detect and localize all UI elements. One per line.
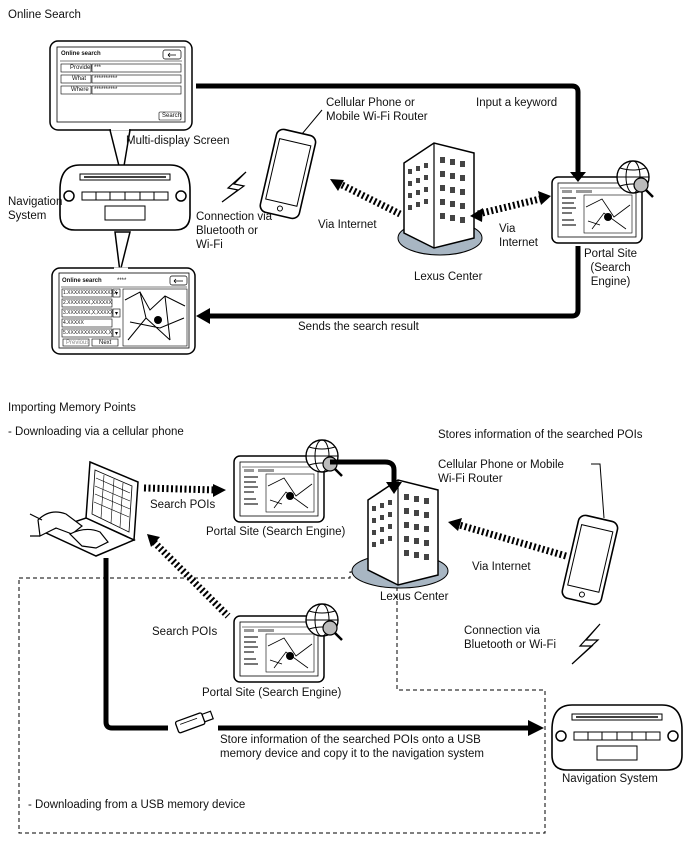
search-pois-label-2: Search POIs <box>152 626 218 638</box>
screen1-search-button: Search <box>162 113 182 119</box>
navigation-system-label: Navigation System <box>8 196 63 222</box>
result-item: 3.XXXXXXX,X,XXXXX <box>63 310 114 316</box>
lexus-center-building <box>397 142 483 256</box>
search-pois-label-1: Search POIs <box>150 499 216 511</box>
wireless-bolt-icon <box>221 171 247 203</box>
internet-link-center-phone-2 <box>455 520 567 560</box>
internet-link-phone-center <box>336 179 402 218</box>
usb-copy-arrow-left <box>103 558 168 731</box>
via-internet-label-2: Via Internet <box>499 223 538 249</box>
result-item: 1.XXXXXXXXXXXXXXX <box>63 290 118 296</box>
sends-result-label: Sends the search result <box>298 321 419 333</box>
screen2-title: Online search <box>62 278 102 284</box>
usb-download-region <box>18 571 546 834</box>
phone-label: Cellular Phone or Mobile Wi-Fi Router <box>326 97 428 123</box>
portal-site-label-1: Portal Site (Search Engine) <box>206 526 346 538</box>
sub-title-cellular: - Downloading via a cellular phone <box>8 426 184 438</box>
lexus-center-label-2: Lexus Center <box>380 591 449 603</box>
section-title-online-search: Online Search <box>8 9 81 21</box>
search-pois-link-top <box>143 484 217 494</box>
store-pois-arrow <box>330 459 397 484</box>
result-item: 2.XXXXXXX,XXXXXX <box>63 300 112 306</box>
lexus-center-label: Lexus Center <box>414 271 483 283</box>
screen1-row-label: Provider <box>70 65 93 71</box>
result-item: 5.XXXXXXXXXXXX,X <box>63 330 112 336</box>
result-item: 4.XXXXX <box>63 320 84 326</box>
portal-site-label-2: Portal Site (Search Engine) <box>202 687 342 699</box>
multi-display-screen-bubble-bottom <box>51 231 196 355</box>
multi-display-label: Multi-display Screen <box>126 135 230 147</box>
next-button: Next <box>99 340 112 346</box>
phone-leader-line-2 <box>591 463 605 519</box>
screen1-row-label: Where <box>71 87 89 93</box>
sub-title-usb: - Downloading from a USB memory device <box>28 799 246 811</box>
store-usb-label: Store information of the searched POIs o… <box>220 734 484 760</box>
cellular-phone-icon <box>258 127 318 221</box>
via-internet-label-3: Via Internet <box>472 561 531 573</box>
navigation-system-label-2: Navigation System <box>562 773 658 785</box>
connection-label: Connection via Bluetooth or Wi-Fi <box>196 211 273 251</box>
laptop-computer-icon <box>29 460 139 557</box>
input-keyword-label: Input a keyword <box>476 97 558 109</box>
section-title-importing: Importing Memory Points <box>8 402 136 414</box>
screen1-row-value: ********** <box>94 76 118 82</box>
stores-info-label: Stores information of the searched POIs <box>438 429 643 441</box>
phone-label-2: Cellular Phone or Mobile Wi-Fi Router <box>438 459 564 485</box>
previous-button: Previous <box>66 340 90 346</box>
lexus-center-building-2 <box>351 479 449 589</box>
connection-label-2: Connection via Bluetooth or Wi-Fi <box>464 625 557 651</box>
search-pois-link-lower <box>151 539 231 619</box>
wireless-bolt-icon-2 <box>571 623 601 665</box>
usb-memory-icon <box>174 710 214 734</box>
phone-leader-line <box>301 109 323 135</box>
search-result-arrow <box>208 246 581 319</box>
screen1-row-label: What <box>72 76 87 82</box>
portal-site-label: Portal Site (Search Engine) <box>584 248 638 288</box>
navigation-system-unit-2 <box>551 704 683 771</box>
multi-display-screen-bubble-top <box>49 40 193 179</box>
cellular-phone-icon-2 <box>560 513 620 607</box>
navigation-system-unit <box>59 164 191 231</box>
screen1-row-value: ********** <box>94 87 118 93</box>
input-keyword-arrow <box>196 83 581 174</box>
screen1-row-value: *** <box>94 65 102 71</box>
via-internet-label-1: Via Internet <box>318 219 377 231</box>
screen2-stars: **** <box>117 278 127 284</box>
screen1-title: Online search <box>61 51 101 57</box>
internet-link-center-portal <box>477 194 545 218</box>
